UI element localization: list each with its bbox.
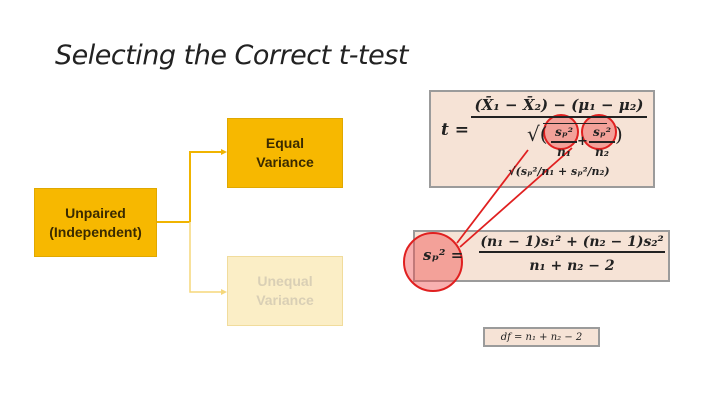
node-unpaired-line2: (Independent) <box>49 223 142 240</box>
connector-equal <box>189 151 224 222</box>
node-unequal-line2: Variance <box>256 292 314 308</box>
df-formula: df = n₁ + n₂ − 2 <box>500 332 583 343</box>
pooled-numerator: (n₁ − 1)s₁² + (n₂ − 1)s₂² <box>479 234 665 253</box>
pooled-lhs: sₚ² = <box>423 246 464 264</box>
connector-unequal <box>189 222 224 293</box>
sqrt-close-paren: ) <box>615 122 623 146</box>
t-term2-num: sₚ² <box>589 125 615 143</box>
node-equal-line1: Equal <box>265 135 305 151</box>
node-unpaired-line1: Unpaired <box>65 204 126 221</box>
t-formula-numerator: (X̄₁ − X̄₂) − (μ₁ − μ₂) <box>471 96 647 118</box>
t-term1: sₚ² n₁ <box>551 125 577 159</box>
t-formula-lhs: t = <box>441 120 470 140</box>
t-denominator-text: √(sₚ²/n₁ + sₚ²/n₂) <box>508 165 610 178</box>
slide-title: Selecting the Correct t-test <box>55 40 408 71</box>
df-formula-box: df = n₁ + n₂ − 2 <box>483 327 600 347</box>
sqrt-bar <box>543 123 607 124</box>
node-unequal-line1: Unequal <box>257 273 313 289</box>
t-term2: sₚ² n₂ <box>589 125 615 159</box>
t-term2-den: n₂ <box>595 145 609 159</box>
arrow-unequal <box>221 289 227 295</box>
t-term1-den: n₁ <box>557 145 571 159</box>
t-formula-box: t = (X̄₁ − X̄₂) − (μ₁ − μ₂) √( sₚ² n₁ + s… <box>429 90 655 188</box>
t-term1-num: sₚ² <box>551 125 577 143</box>
node-unpaired: Unpaired (Independent) <box>34 188 157 257</box>
pooled-denominator: n₁ + n₂ − 2 <box>529 258 615 274</box>
pooled-variance-box: sₚ² = (n₁ − 1)s₁² + (n₂ − 1)s₂² n₁ + n₂ … <box>413 230 670 282</box>
sqrt-symbol: √( <box>527 122 548 146</box>
node-equal-line2: Variance <box>256 154 314 170</box>
t-plus: + <box>577 134 588 149</box>
arrow-equal <box>221 149 227 155</box>
